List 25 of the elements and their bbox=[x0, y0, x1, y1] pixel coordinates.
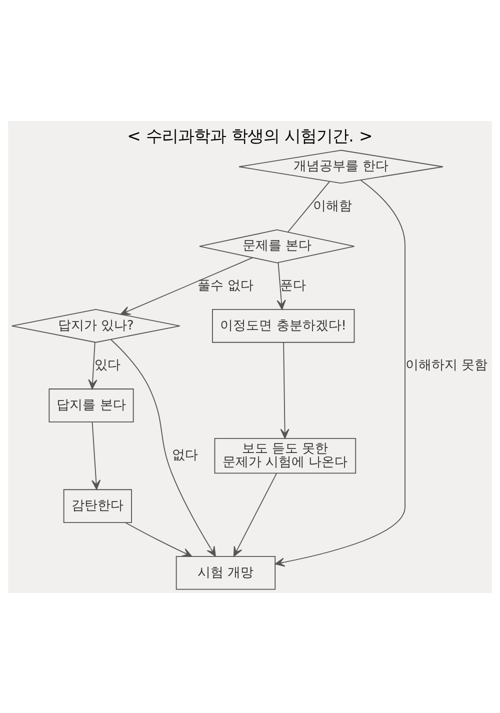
node-box: 보도 듣도 못한 문제가 시험에 나온다 bbox=[214, 437, 356, 474]
node-box: 답지를 본다 bbox=[48, 388, 134, 422]
edge-label: 없다 bbox=[172, 448, 198, 463]
arrow bbox=[91, 421, 101, 490]
node-diamond: 문제를 본다 bbox=[199, 228, 355, 263]
arrow bbox=[274, 179, 406, 566]
diagram-title: < 수리과학과 학생의 시험기간. > bbox=[127, 126, 373, 145]
arrow bbox=[124, 522, 192, 556]
arrow bbox=[88, 342, 98, 389]
connector bbox=[287, 180, 330, 232]
edge-label: 푼다 bbox=[280, 278, 306, 293]
node-box: 이정도면 충분하겠다! bbox=[212, 308, 355, 342]
node-box: 시험 개망 bbox=[176, 555, 276, 590]
arrow bbox=[233, 472, 278, 556]
edge-label: 이해하지 못함 bbox=[406, 358, 488, 373]
edge-label: 이해함 bbox=[312, 198, 352, 214]
edge-label: 풀수 없다 bbox=[198, 278, 254, 293]
arrow bbox=[276, 262, 286, 310]
arrow bbox=[110, 338, 216, 556]
node-diamond: 개념공부를 한다 bbox=[238, 149, 444, 184]
node-diamond: 답지가 있나? bbox=[11, 308, 180, 342]
node-box: 감탄한다 bbox=[63, 488, 132, 523]
arrow bbox=[280, 342, 290, 438]
edge-label: 있다 bbox=[94, 358, 120, 373]
arrow bbox=[120, 256, 253, 314]
